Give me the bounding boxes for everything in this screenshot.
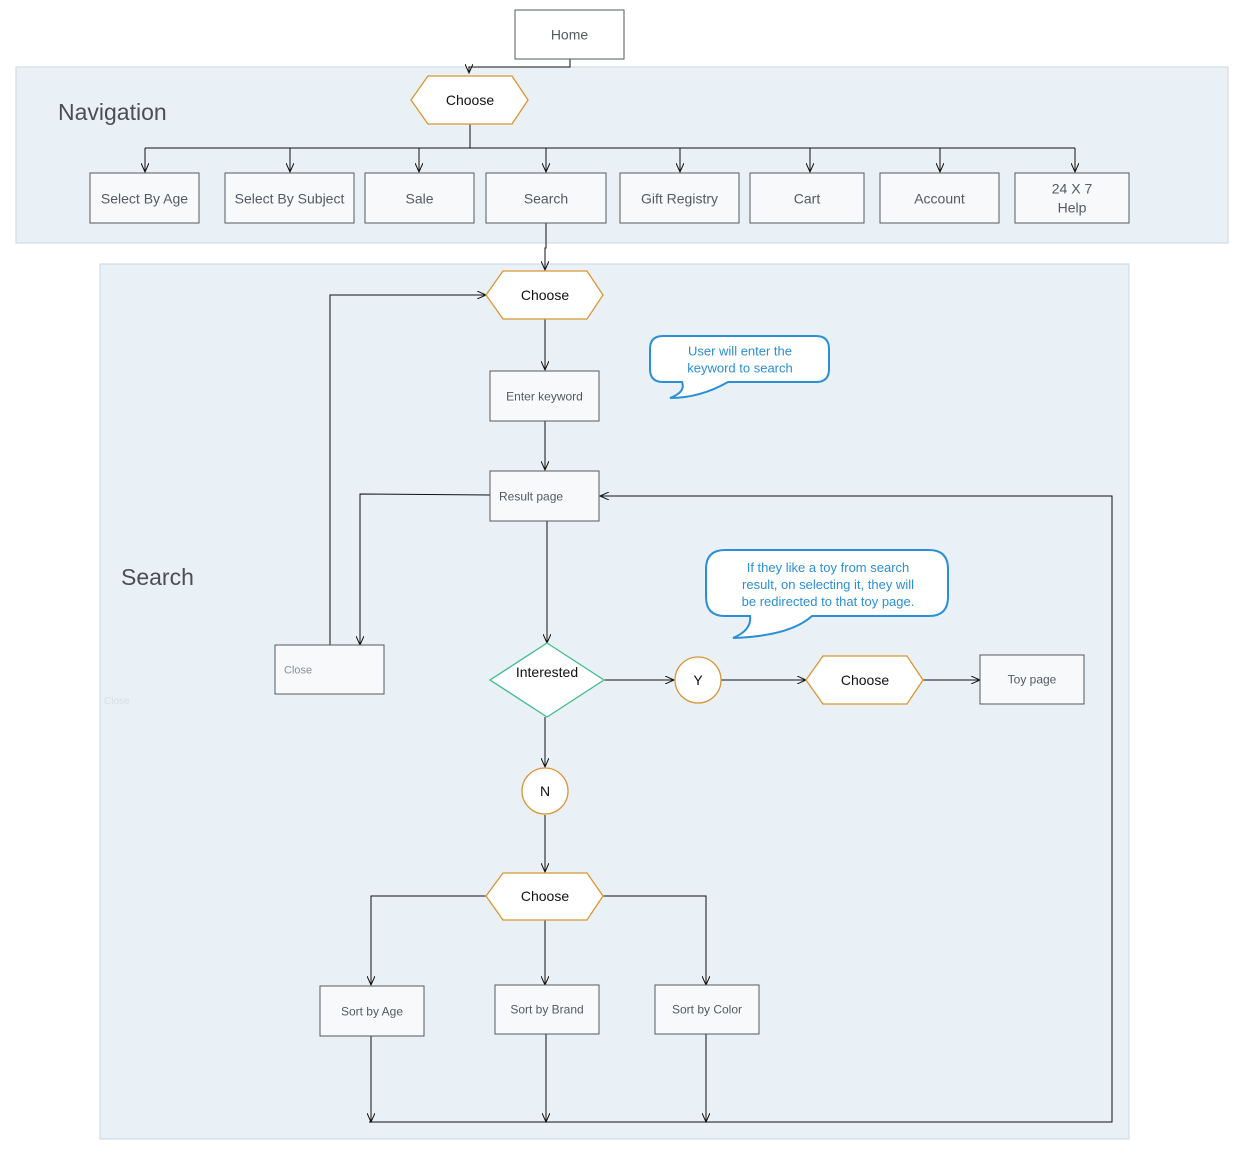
interested-label: Interested (516, 664, 578, 680)
nav-search-label: Search (524, 191, 568, 207)
nav-account[interactable]: Account (879, 172, 1000, 224)
keyword-note-line2: keyword to search (687, 361, 793, 376)
sort-by-brand-node[interactable]: Sort by Brand (494, 984, 600, 1035)
yes-label: Y (693, 672, 703, 688)
sort-by-brand-label: Sort by Brand (510, 1003, 583, 1017)
edge-sort-loop-to-result (369, 496, 1113, 1123)
keyword-note-callout: User will enter the keyword to search (649, 335, 830, 399)
sort-by-color-label: Sort by Color (672, 1003, 742, 1017)
close-node[interactable]: Close (274, 644, 385, 695)
nav-select-by-age[interactable]: Select By Age (89, 172, 200, 224)
search-choose-label: Choose (521, 287, 569, 303)
yes-connector[interactable]: Y (674, 656, 722, 704)
close-label: Close (284, 665, 312, 677)
toy-note-line1: If they like a toy from search (747, 560, 910, 575)
edge-choose-to-sort-color (603, 895, 706, 985)
nav-sale[interactable]: Sale (364, 172, 475, 224)
sort-by-age-node[interactable]: Sort by Age (319, 985, 425, 1037)
no-label: N (540, 783, 550, 799)
result-page-node[interactable]: Result page (489, 470, 600, 522)
edge-result-to-close (360, 493, 491, 645)
nav-cart-label: Cart (794, 191, 821, 207)
nav-select-by-age-label: Select By Age (101, 191, 188, 207)
search-lane (99, 263, 1130, 1140)
interested-decision[interactable]: Interested (488, 642, 606, 718)
nav-account-label: Account (914, 191, 965, 207)
nav-gift-registry[interactable]: Gift Registry (619, 172, 740, 224)
sort-choose-node[interactable]: Choose (485, 872, 604, 921)
edge-home-to-choose (469, 59, 571, 73)
nav-help-label-line2: Help (1058, 200, 1087, 216)
edge-close-to-choose (329, 295, 486, 645)
nav-search[interactable]: Search (485, 172, 607, 224)
home-node[interactable]: Home (514, 9, 625, 60)
search-choose-node[interactable]: Choose (485, 270, 604, 320)
nav-choose-node[interactable]: Choose (410, 75, 529, 125)
toy-page-node[interactable]: Toy page (979, 654, 1085, 705)
sort-by-color-node[interactable]: Sort by Color (654, 984, 760, 1035)
search-lane-title: Search (121, 564, 194, 590)
enter-keyword-label: Enter keyword (506, 390, 583, 404)
home-label: Home (551, 27, 589, 43)
edge-choose-to-sort-age (371, 895, 486, 985)
nav-help[interactable]: 24 X 7 Help (1014, 172, 1130, 224)
ghost-close-label: Close (104, 696, 130, 707)
toy-note-line2: result, on selecting it, they will (742, 577, 914, 592)
toy-note-callout: If they like a toy from search result, o… (705, 549, 949, 639)
keyword-note-line1: User will enter the (688, 344, 792, 359)
nav-select-by-subject-label: Select By Subject (235, 191, 345, 207)
nav-sale-label: Sale (405, 191, 433, 207)
edge-search-to-choose (545, 223, 546, 270)
result-page-label: Result page (499, 490, 563, 504)
yes-choose-label: Choose (841, 672, 889, 688)
navigation-lane-title: Navigation (58, 99, 167, 125)
nav-choose-label: Choose (446, 92, 494, 108)
toy-page-label: Toy page (1008, 673, 1057, 687)
nav-help-label-line1: 24 X 7 (1052, 181, 1093, 197)
nav-gift-registry-label: Gift Registry (641, 191, 718, 207)
nav-cart[interactable]: Cart (749, 172, 865, 224)
sort-choose-label: Choose (521, 888, 569, 904)
enter-keyword-node[interactable]: Enter keyword (489, 370, 600, 422)
yes-choose-node[interactable]: Choose (805, 655, 924, 705)
sort-by-age-label: Sort by Age (341, 1005, 403, 1019)
nav-select-by-subject[interactable]: Select By Subject (224, 172, 355, 224)
toy-note-line3: be redirected to that toy page. (742, 594, 915, 609)
no-connector[interactable]: N (521, 767, 569, 815)
